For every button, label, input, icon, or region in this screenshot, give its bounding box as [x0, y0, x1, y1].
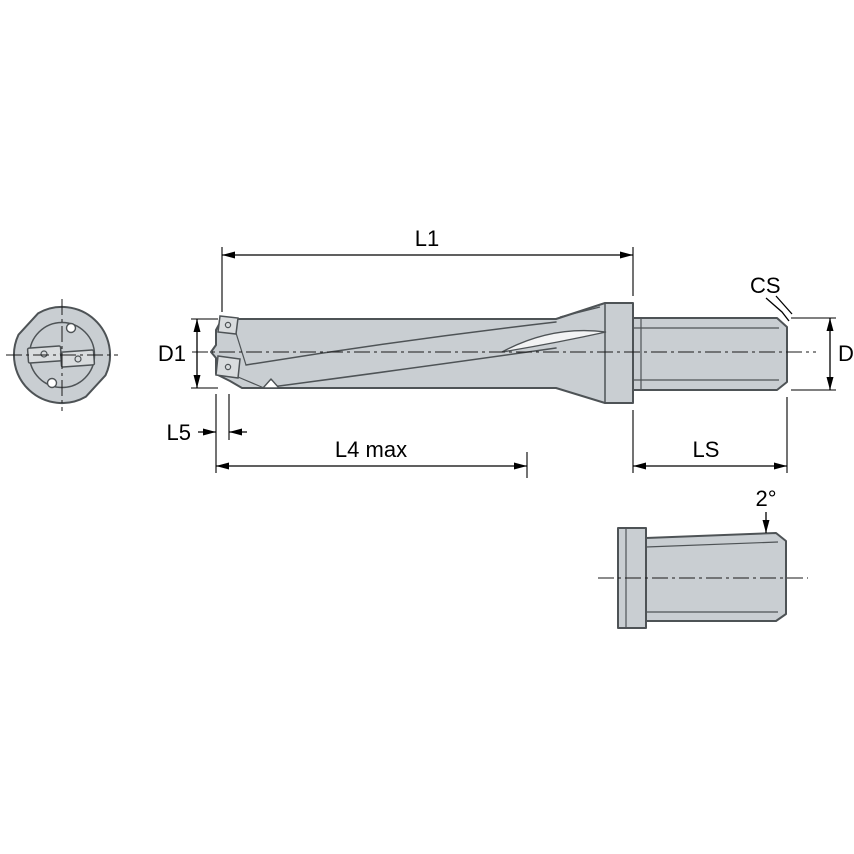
dim-l5: L5: [167, 394, 247, 473]
label-l4-max: L4 max: [335, 437, 407, 462]
coolant-hole: [65, 322, 77, 334]
drill-body: [210, 302, 634, 404]
insert-screw-icon: [224, 363, 232, 371]
flute-face: [501, 329, 607, 353]
detail-inner-edge: [645, 541, 779, 548]
dim-ls: LS: [632, 397, 788, 473]
flute-line: [263, 347, 557, 389]
flute-line: [245, 321, 557, 366]
dimensions: L1 D1 L5 L4 max LS: [158, 226, 854, 478]
dim-d: D: [791, 317, 854, 391]
label-taper-angle: 2°: [755, 486, 776, 511]
dim-l1: L1: [221, 226, 634, 312]
insert-screw-icon: [224, 321, 232, 329]
insert-screw-icon: [40, 350, 48, 358]
tip-insert-bottom: [215, 355, 241, 379]
side-view: [192, 302, 816, 404]
flute-runout-notch: [262, 378, 280, 389]
insert-screw-icon: [74, 355, 82, 363]
label-d1: D1: [158, 341, 186, 366]
flute-seam: [237, 376, 265, 389]
label-l5: L5: [167, 420, 191, 445]
shank: [632, 317, 788, 391]
label-l1: L1: [415, 226, 439, 251]
dim-taper-angle: 2°: [755, 486, 777, 533]
dim-d1: D1: [158, 318, 218, 389]
label-ls: LS: [693, 437, 720, 462]
shank-detail-view: 2°: [598, 486, 808, 629]
tip-insert-top: [217, 315, 239, 335]
label-d: D: [838, 341, 854, 366]
flute-seam: [235, 332, 247, 366]
flute-cone-line: [559, 306, 601, 318]
front-insert-2: [59, 349, 96, 368]
label-cs: CS: [750, 273, 781, 298]
dim-l4-max: L4 max: [216, 437, 528, 478]
detail-shank-body: [645, 532, 787, 622]
coolant-hole: [46, 377, 58, 389]
dim-cs: CS: [750, 273, 793, 322]
front-view: [6, 299, 118, 411]
